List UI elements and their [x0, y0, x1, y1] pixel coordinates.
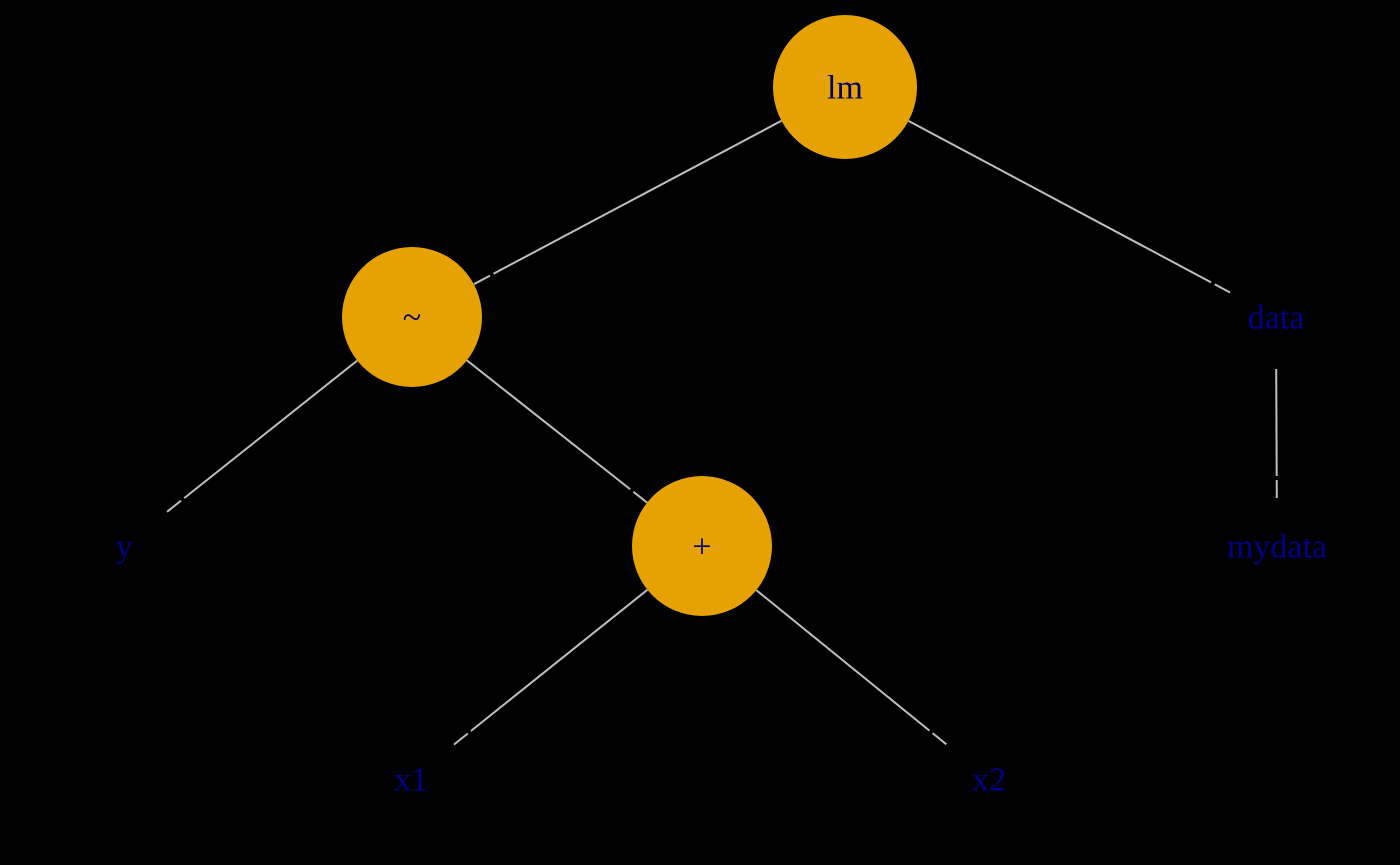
node-mydata-label: mydata: [1227, 529, 1327, 566]
edge-lm-tilde: [473, 119, 782, 286]
node-tilde-circle: [342, 247, 482, 387]
nodes-layer: lm ~ + y data mydata x1 x2: [116, 15, 1327, 799]
node-plus-circle: [632, 476, 772, 616]
node-data-label: data: [1248, 300, 1305, 337]
node-lm-circle: [773, 15, 917, 159]
edge-tilde-y: [166, 359, 358, 513]
edges-layer: [166, 119, 1278, 746]
node-plus-label: +: [692, 529, 711, 566]
edge-tilde-plus: [466, 359, 648, 504]
node-x2-label: x2: [972, 762, 1006, 799]
edge-lm-data: [908, 120, 1231, 294]
edge-data-mydata: [1275, 368, 1278, 499]
node-x1-label: x1: [394, 762, 428, 799]
edge-plus-x1: [453, 589, 649, 746]
node-tilde-label: ~: [403, 300, 421, 337]
node-lm-label: lm: [827, 70, 863, 107]
node-y-label: y: [116, 529, 133, 566]
edge-plus-x2: [755, 589, 947, 746]
